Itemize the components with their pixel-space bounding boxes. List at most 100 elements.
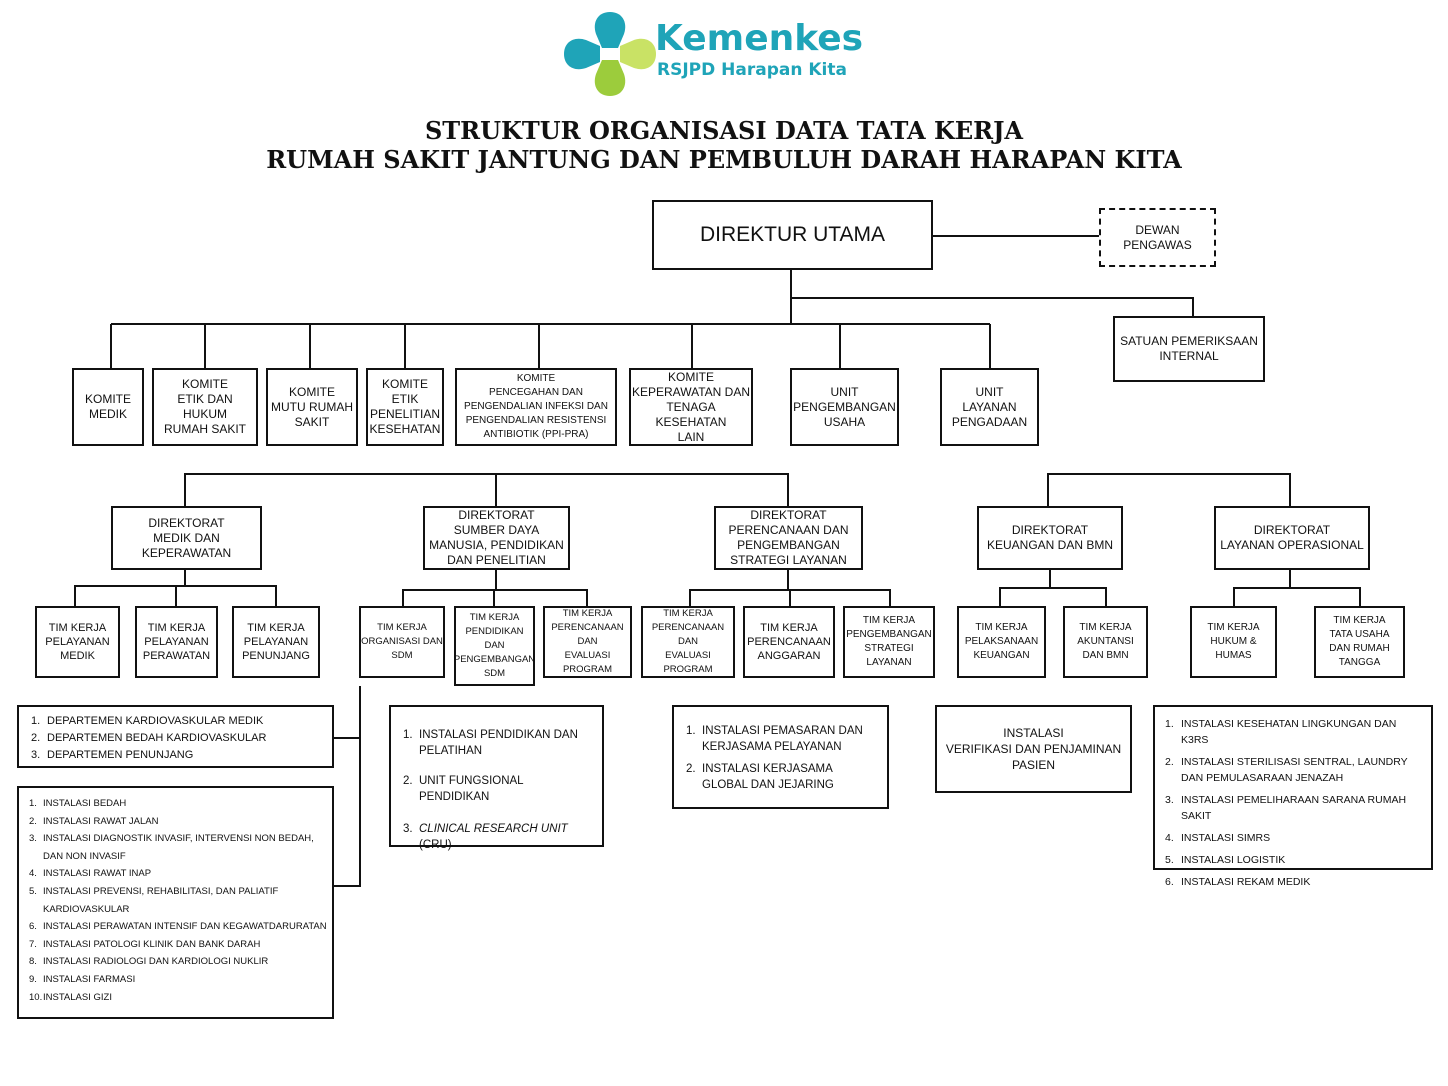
tim-kerja-label: TIM KERJA PENGEMBANGAN STRATEGI LAYANAN [846, 615, 932, 668]
list-number: 3. [1165, 794, 1174, 806]
direktur-utama-box: DIREKTUR UTAMA [652, 200, 933, 270]
list-number: 5. [1165, 854, 1174, 866]
list-text: DEPARTEMEN KARDIOVASKULAR MEDIK [47, 715, 264, 727]
list-text: INSTALASI PREVENSI, REHABILITASI, DAN PA… [43, 885, 279, 915]
tim-kerja-label: TIM KERJA PENDIDIKAN DAN PENGEMBANGAN SD… [453, 612, 536, 679]
brand-name: Kemenkes [655, 18, 864, 59]
direktorat-medik-box: DIREKTORAT MEDIK DAN KEPERAWATAN [111, 506, 262, 570]
list-number: 2. [31, 732, 41, 744]
list-item: 6. INSTALASI PERAWATAN INTENSIF DAN KEGAW… [29, 918, 328, 936]
list-number: 2. [1165, 756, 1174, 768]
list-number: 6. [1165, 876, 1174, 888]
list-number: 2. [29, 815, 37, 827]
list-text: DEPARTEMEN PENUNJANG [47, 749, 194, 761]
list-item: 1.INSTALASI PEMASARAN DAN KERJASAMA PELA… [686, 723, 879, 755]
list-number: 3. [29, 833, 37, 845]
sdm-instalasi-list: 1.INSTALASI PENDIDIKAN DAN PELATIHAN 2.U… [389, 705, 604, 851]
list-item: 10.INSTALASI GIZI [29, 989, 328, 1007]
list-item: 9.INSTALASI FARMASI [29, 971, 328, 989]
tim-kerja-box: TIM KERJA PELAYANAN MEDIK [35, 606, 120, 678]
list-number: 9. [29, 973, 37, 985]
unit-label: KOMITE PENCEGAHAN DAN PENGENDALIAN INFEK… [464, 373, 608, 440]
list-number: 6. [29, 921, 37, 933]
tim-kerja-label: TIM KERJA TATA USAHA DAN RUMAH TANGGA [1329, 615, 1390, 668]
departemen-list: 1. DEPARTEMEN KARDIOVASKULAR MEDIK 2. DEPA… [17, 705, 334, 768]
direktorat-label: DIREKTORAT PERENCANAAN DAN PENGEMBANGAN … [728, 508, 849, 567]
komite-mutu-box: KOMITE MUTU RUMAH SAKIT [266, 368, 358, 446]
unit-label: KOMITE ETIK PENELITIAN KESEHATAN [369, 377, 441, 436]
unit-label: KOMITE MEDIK [84, 392, 131, 421]
tim-kerja-label: TIM KERJA PELAYANAN MEDIK [45, 622, 110, 662]
list-text: INSTALASI DIAGNOSTIK INVASIF, INTERVENSI… [43, 833, 314, 862]
list-text: INSTALASI PERAWATAN INTENSIF DAN KEGAWAT… [43, 921, 327, 933]
tim-kerja-label: TIM KERJA AKUNTANSI DAN BMN [1077, 622, 1134, 661]
list-item: 1.INSTALASI KESEHATAN LINGKUNGAN DAN K3R… [1165, 716, 1425, 748]
tim-kerja-label: TIM KERJA ORGANISASI DAN SDM [361, 622, 443, 661]
tim-kerja-label: TIM KERJA PELAYANAN PERAWATAN [142, 622, 211, 662]
direktorat-layanan-operasional-box: DIREKTORAT LAYANAN OPERASIONAL [1214, 506, 1370, 570]
dewan-pengawas-label: DEWAN PENGAWAS [1123, 222, 1192, 252]
direktorat-label: DIREKTORAT LAYANAN OPERASIONAL [1220, 523, 1364, 552]
list-item: 2.INSTALASI STERILISASI SENTRAL, LAUNDRY… [1165, 754, 1425, 786]
direktorat-label: DIREKTORAT MEDIK DAN KEPERAWATAN [141, 515, 232, 560]
list-text: INSTALASI GIZI [43, 991, 112, 1003]
list-number: 1. [403, 729, 413, 741]
dewan-pengawas-box: DEWAN PENGAWAS [1099, 208, 1216, 267]
list-text: INSTALASI PATOLOGI KLINIK DAN BANK DARAH [43, 938, 261, 950]
direktorat-sdm-box: DIREKTORAT SUMBER DAYA MANUSIA, PENDIDIK… [423, 506, 570, 570]
list-text: INSTALASI LOGISTIK [1181, 854, 1286, 866]
spi-label: SATUAN PEMERIKSAAN INTERNAL [1120, 334, 1258, 363]
list-text: UNIT FUNGSIONAL PENDIDIKAN [419, 775, 524, 803]
list-item: 1. DEPARTEMEN KARDIOVASKULAR MEDIK [31, 713, 332, 730]
tim-kerja-box: TIM KERJA PENDIDIKAN DAN PENGEMBANGAN SD… [454, 606, 535, 686]
list-text: DEPARTEMEN BEDAH KARDIOVASKULAR [47, 732, 267, 744]
satuan-pemeriksaan-internal-box: SATUAN PEMERIKSAAN INTERNAL [1113, 316, 1265, 382]
direktur-utama-label: DIREKTUR UTAMA [699, 223, 886, 246]
list-item: 3. INSTALASI PEMELIHARAAN SARANA RUMAH SA… [1165, 792, 1425, 824]
brand-subtitle: RSJPD Harapan Kita [657, 60, 847, 80]
list-number: 1. [1165, 718, 1174, 730]
list-number: 7. [29, 938, 37, 950]
komite-etik-penelitian-box: KOMITE ETIK PENELITIAN KESEHATAN [366, 368, 444, 446]
unit-label: KOMITE MUTU RUMAH SAKIT [271, 384, 353, 429]
list-number: 1. [31, 715, 41, 727]
kemenkes-logo-icon [564, 12, 656, 96]
list-text: INSTALASI REKAM MEDIK [1181, 876, 1311, 888]
list-text: INSTALASI RAWAT INAP [43, 868, 152, 880]
instalasi-medik-list: 1.INSTALASI BEDAH 2.INSTALASI RAWAT JALA… [17, 786, 334, 1019]
tim-kerja-box: TIM KERJA PERENCANAAN DAN EVALUASI PROGR… [543, 606, 632, 678]
list-item: 3. DEPARTEMEN PENUNJANG [31, 747, 332, 764]
list-text: INSTALASI PEMELIHARAAN SARANA RUMAH SAKI… [1181, 794, 1407, 822]
instalasi-label: INSTALASI VERIFIKASI DAN PENJAMINAN PASI… [945, 726, 1122, 772]
list-item: 3.CLINICAL RESEARCH UNIT (CRU) [403, 821, 596, 853]
list-text: INSTALASI PEMASARAN DAN KERJASAMA PELAYA… [702, 725, 863, 753]
list-item: 2. DEPARTEMEN BEDAH KARDIOVASKULAR [31, 730, 332, 747]
list-number: 5. [29, 885, 37, 897]
list-item: 2.INSTALASI KERJASAMA GLOBAL DAN JEJARIN… [686, 761, 879, 793]
direktorat-perencanaan-box: DIREKTORAT PERENCANAAN DAN PENGEMBANGAN … [714, 506, 863, 570]
list-number: 4. [1165, 832, 1174, 844]
komite-keperawatan-box: KOMITE KEPERAWATAN DAN TENAGA KESEHATAN … [629, 368, 753, 446]
tim-kerja-label: TIM KERJA PELAYANAN PENUNJANG [242, 622, 310, 662]
unit-label: UNIT LAYANAN PENGADAAN [951, 384, 1028, 429]
list-text: INSTALASI PENDIDIKAN DAN PELATIHAN [419, 729, 578, 757]
list-number: 3. [403, 823, 413, 835]
list-text: INSTALASI SIMRS [1181, 832, 1271, 844]
tim-kerja-box: TIM KERJA PERENCANAAN ANGGARAN [743, 606, 835, 678]
list-item: 4. INSTALASI SIMRS [1165, 830, 1425, 846]
tim-kerja-label: TIM KERJA PERENCANAAN ANGGARAN [747, 622, 831, 662]
list-number: 3. [31, 749, 41, 761]
unit-pengembangan-usaha-box: UNIT PENGEMBANGAN USAHA [790, 368, 899, 446]
list-number: 4. [29, 868, 37, 880]
unit-label: KOMITE ETIK DAN HUKUM RUMAH SAKIT [163, 377, 246, 436]
tim-kerja-box: TIM KERJA PELAYANAN PERAWATAN [135, 606, 218, 678]
keuangan-instalasi-box: INSTALASI VERIFIKASI DAN PENJAMINAN PASI… [935, 705, 1132, 793]
list-text: INSTALASI RAWAT JALAN [43, 815, 159, 827]
list-item: 3. INSTALASI DIAGNOSTIK INVASIF, INTERVEN… [29, 830, 328, 865]
tim-kerja-box: TIM KERJA TATA USAHA DAN RUMAH TANGGA [1314, 606, 1405, 678]
list-item: 2. INSTALASI RAWAT JALAN [29, 813, 328, 831]
list-text-italic: CLINICAL RESEARCH UNIT [419, 823, 568, 835]
list-number: 1. [29, 798, 37, 809]
tim-kerja-box: TIM KERJA PELAKSANAAN KEUANGAN [957, 606, 1046, 678]
list-number: 2. [686, 763, 696, 775]
